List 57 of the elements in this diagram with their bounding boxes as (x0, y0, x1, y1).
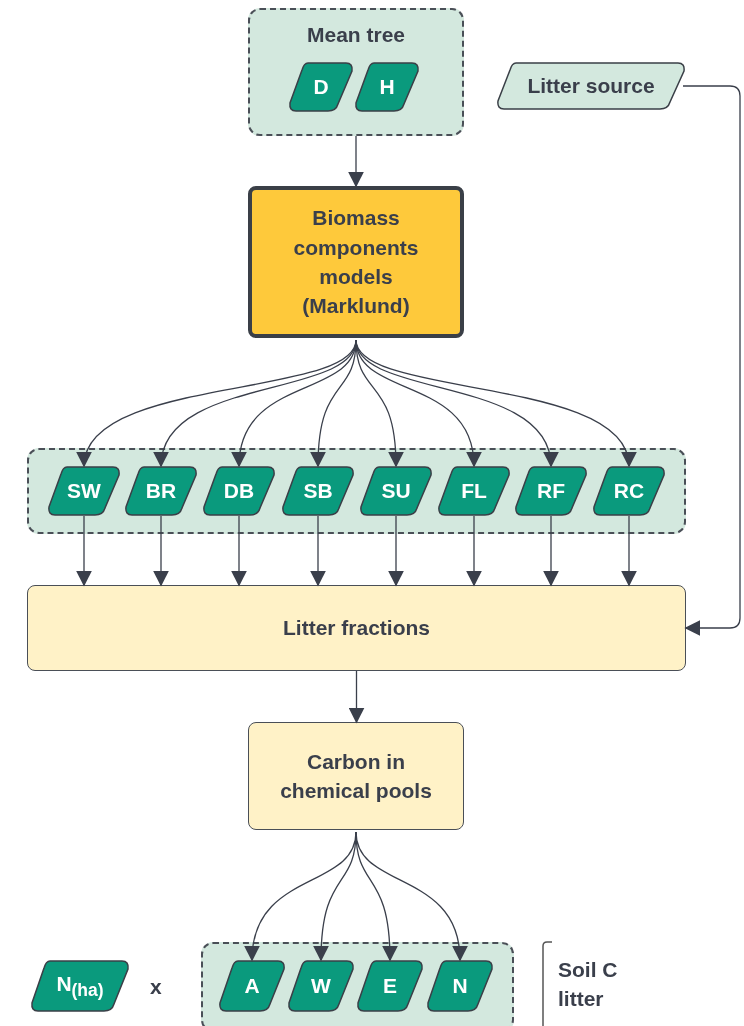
parallelogram-box (496, 62, 686, 110)
arrow (310, 515, 326, 587)
node-label: W (311, 973, 331, 1000)
parallelogram-box (288, 62, 354, 112)
parallelogram-box (281, 466, 355, 516)
parallelogram-box (354, 62, 420, 112)
arrow (682, 85, 741, 636)
parallelogram-box (218, 960, 286, 1012)
annotation-text: Soil C litter (558, 957, 619, 1013)
node-label: N$_{(ha)}$ (56, 971, 104, 1003)
node-label: SB (303, 478, 333, 505)
node-label: SU (381, 478, 411, 505)
arrow (153, 515, 169, 587)
node-label: D (313, 74, 329, 101)
arrow (348, 670, 365, 724)
arrow (543, 515, 559, 587)
node-label: RC (613, 478, 645, 505)
arrow (621, 515, 637, 587)
arrow (388, 515, 404, 587)
parallelogram-box (592, 466, 666, 516)
node-label: Carbon in chemical pools (279, 748, 433, 804)
arrow (466, 515, 482, 587)
group-panel (201, 942, 514, 1026)
node-label: N (452, 973, 468, 1000)
node-label: A (244, 973, 260, 1000)
parallelogram-box (437, 466, 511, 516)
node-label: DB (223, 478, 255, 505)
node-label: BR (145, 478, 177, 505)
parallelogram-box (47, 466, 121, 516)
group-title: Mean tree (306, 22, 405, 48)
node-label: RF (537, 478, 565, 505)
group-panel (248, 8, 464, 136)
node-label: Litter fractions (283, 615, 430, 642)
group-panel (27, 448, 686, 534)
parallelogram-box (124, 466, 198, 516)
node-label: FL (461, 478, 487, 505)
annotation-text: x (150, 974, 163, 1000)
parallelogram-box (514, 466, 588, 516)
parallelogram-box (202, 466, 276, 516)
process-box (248, 186, 464, 338)
arrow (355, 831, 467, 962)
node-label: Litter source (527, 73, 655, 100)
process-box (27, 585, 686, 671)
arrow (348, 135, 364, 188)
arrow (76, 515, 92, 587)
parallelogram-box (356, 960, 424, 1012)
parallelogram-box (30, 960, 130, 1012)
parallelogram-box (426, 960, 494, 1012)
arrow (231, 515, 247, 587)
node-label: H (379, 74, 395, 101)
node-label: SW (67, 478, 101, 505)
node-label: E (383, 973, 397, 1000)
process-box (248, 722, 464, 830)
arrow (355, 339, 481, 468)
parallelogram-box (359, 466, 433, 516)
node-label: Biomass components models (Marklund) (292, 205, 420, 320)
parallelogram-box (287, 960, 355, 1012)
